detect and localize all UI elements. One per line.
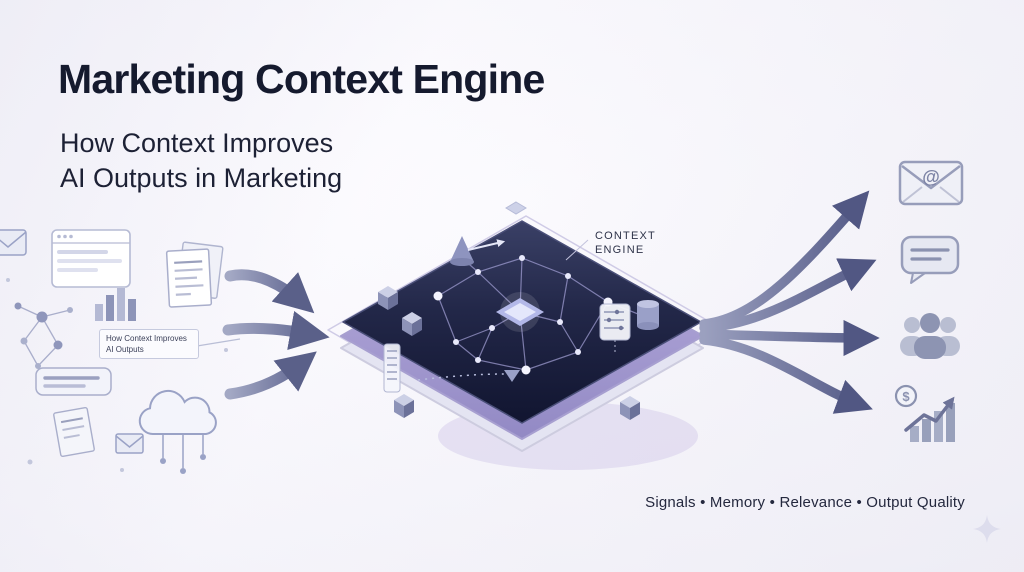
subtitle-line-2: AI Outputs in Marketing: [60, 163, 343, 193]
cylinder-icon: [637, 300, 659, 330]
page-subtitle: How Context Improves AI Outputs in Marke…: [60, 126, 342, 196]
output-arrow-message: [699, 258, 877, 333]
network-nodes-icon: [14, 302, 73, 369]
audience-people-icon: [900, 313, 960, 359]
note-line-2: AI Outputs: [106, 345, 144, 354]
cube-icon: [402, 312, 422, 336]
cone-icon: [450, 236, 474, 266]
input-arrows: [222, 269, 330, 400]
list-panel-icon: [383, 343, 401, 393]
input-signals-cluster: [0, 229, 241, 474]
flow-arrow: [467, 239, 506, 251]
top-diamond-icon: [505, 201, 527, 215]
engine-label-line-2: ENGINE: [595, 244, 645, 256]
footer-caption: Signals • Memory • Relevance • Output Qu…: [645, 494, 965, 511]
subtitle-line-1: How Context Improves: [60, 128, 334, 158]
engine-chip: [496, 298, 544, 326]
sliders-panel-icon: [599, 303, 631, 354]
cube-icon: [620, 396, 640, 420]
output-arrows: [699, 190, 880, 414]
browser-window-icon: [51, 229, 131, 288]
chat-message-icon: [900, 235, 960, 284]
revenue-growth-icon: $: [894, 384, 955, 442]
output-arrow-email: [699, 190, 870, 329]
note-connector-line: [196, 338, 241, 347]
cloud-connections-icon: [138, 389, 217, 474]
small-envelope-icon: [115, 433, 144, 454]
bar-chart-icon: [95, 288, 136, 321]
page-title: Marketing Context Engine: [58, 56, 545, 102]
input-arrow-bottom: [224, 351, 317, 400]
at-glyph: @: [922, 167, 940, 187]
cube-icon: [378, 286, 398, 310]
label-connector-line: [565, 239, 589, 261]
engine-label-line-1: CONTEXT: [595, 230, 656, 242]
paper-sheet-icon: [53, 406, 95, 458]
input-arrow-top: [224, 269, 315, 314]
envelope-icon: [0, 229, 27, 256]
email-campaign-icon: @: [898, 160, 964, 206]
cube-icon: [394, 394, 414, 418]
note-line-1: How Context Improves: [106, 334, 187, 343]
context-engine-label: CONTEXT ENGINE: [595, 229, 656, 257]
input-note-card: How Context Improves AI Outputs: [99, 329, 199, 359]
documents-icon: [165, 241, 224, 308]
context-engine-illustration: [327, 201, 725, 470]
input-arrow-middle: [222, 310, 330, 350]
output-arrow-growth: [699, 335, 873, 414]
output-arrow-audience: [699, 319, 880, 357]
sparkle-icon: [973, 515, 1001, 543]
dotted-path: [417, 373, 505, 381]
down-triangle-icon: [504, 370, 520, 382]
dollar-glyph: $: [902, 389, 910, 404]
chat-lines-icon: [35, 367, 112, 396]
